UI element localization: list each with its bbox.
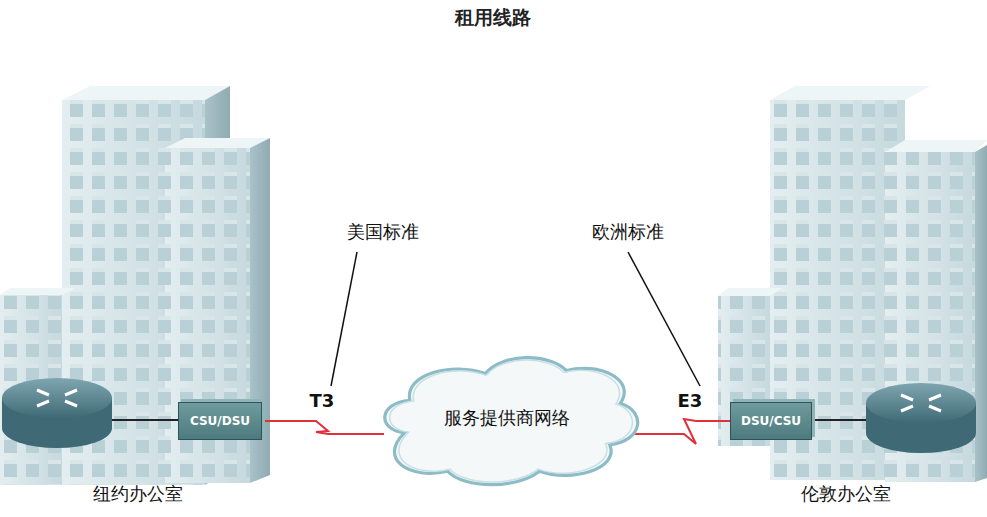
- csu-dsu-box: DSU/CSU: [730, 402, 812, 440]
- cloud-inner: [390, 360, 633, 482]
- csu-dsu-box: CSU/DSU: [178, 402, 262, 440]
- wire: [112, 419, 178, 421]
- cloud-path: [385, 358, 638, 485]
- building-left: [0, 86, 270, 485]
- device-label: DSU/CSU: [741, 414, 801, 428]
- cloud-label: 服务提供商网络: [444, 406, 570, 430]
- label-text: 欧洲标准: [592, 220, 664, 244]
- diagram-title: 租用线路: [455, 5, 531, 31]
- device-label: CSU/DSU: [190, 414, 250, 428]
- leased-line: [624, 419, 730, 444]
- router-right: [866, 383, 976, 453]
- router-left: [2, 378, 112, 448]
- line-type-label: T3: [308, 390, 337, 411]
- building-right: [718, 86, 987, 482]
- label-text: 美国标准: [347, 220, 419, 244]
- leader-line: [628, 252, 700, 386]
- label-text: 伦敦办公室: [801, 482, 891, 506]
- line-type-label: E3: [676, 390, 705, 411]
- label-text: 纽约办公室: [93, 482, 183, 506]
- cloud-shape: 服务提供商网络: [372, 344, 642, 492]
- leased-line: [262, 421, 384, 434]
- leader-line: [331, 252, 357, 386]
- wire: [812, 419, 866, 421]
